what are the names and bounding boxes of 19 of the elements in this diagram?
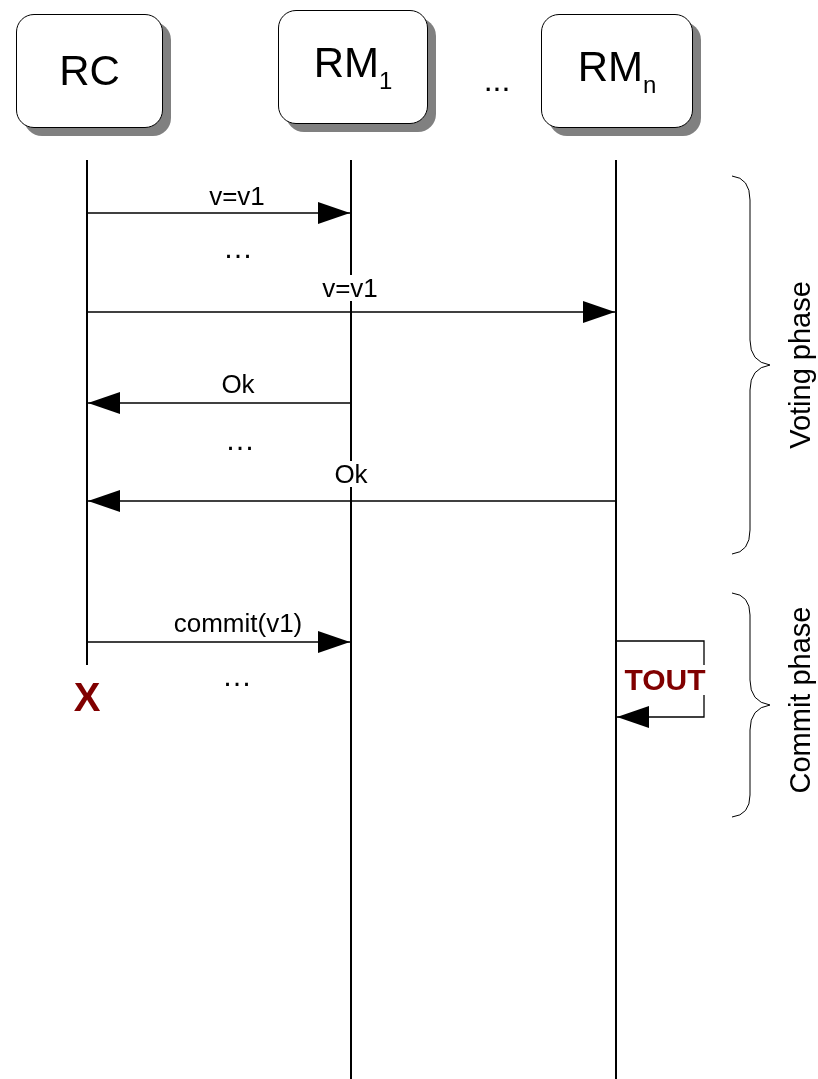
lifeline [615,160,617,1079]
lifeline [86,160,88,665]
message-arrow [87,202,351,224]
message-arrow [87,392,351,414]
ellipsis-text: … [223,233,253,263]
ellipsis-text: … [222,661,252,691]
edge-label: Ok [333,461,369,487]
phase-label: Commit phase [785,606,815,794]
ellipsis-text: ... [483,64,511,96]
message-arrow [87,631,351,653]
edge-label: v=v1 [321,275,379,301]
timeout-label: TOUT [623,665,707,695]
edge-label: commit(v1) [172,610,304,636]
ellipsis-text: … [225,425,255,455]
failure-mark: X [73,677,101,717]
message-arrow [87,301,616,323]
message-arrow [87,490,616,512]
lifeline [350,160,352,1079]
phase-label: Voting phase [785,281,815,449]
